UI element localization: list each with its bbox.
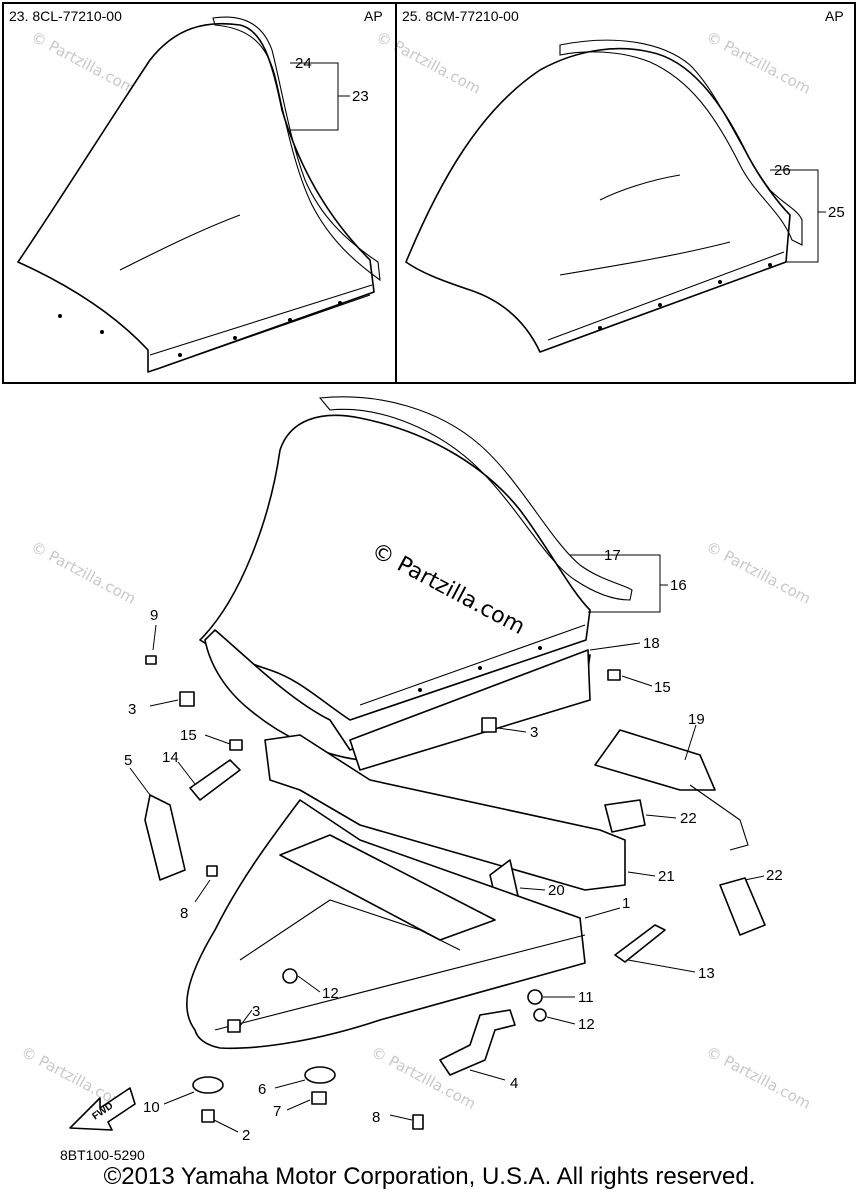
watermark: © Partzilla.com (703, 538, 814, 608)
grommet-12a (282, 968, 298, 984)
label-8b: 8 (372, 1109, 380, 1126)
leader-23 (290, 62, 339, 131)
label-24: 24 (295, 55, 312, 72)
label-11: 11 (578, 989, 594, 1006)
grommet-11 (527, 989, 543, 1005)
panel-25-frame (395, 2, 856, 384)
label-4: 4 (510, 1075, 518, 1092)
panel-23-header: 23. 8CL-77210-00 (9, 8, 122, 24)
label-3c: 3 (252, 1003, 260, 1020)
label-21: 21 (658, 868, 675, 885)
washer-10 (192, 1076, 224, 1094)
label-8a: 8 (180, 905, 188, 922)
label-26: 26 (774, 162, 791, 179)
stay-18 (349, 649, 591, 771)
panel-23-tag: AP (364, 8, 383, 24)
bracket-22a (604, 799, 646, 833)
label-13: 13 (698, 965, 715, 982)
label-9: 9 (150, 607, 158, 624)
nut-3c (227, 1019, 241, 1033)
stay-19 (594, 729, 716, 791)
washer-6 (304, 1066, 336, 1084)
duct-21 (264, 734, 626, 891)
label-19: 19 (688, 711, 705, 728)
nut-2 (201, 1109, 215, 1123)
bracket-13 (614, 924, 666, 963)
nut-3a (179, 691, 195, 707)
watermark: © Partzilla.com (703, 1043, 814, 1113)
label-5: 5 (124, 752, 132, 769)
label-16: 16 (670, 577, 687, 594)
label-15a: 15 (654, 679, 671, 696)
watermark: © Partzilla.com (373, 28, 484, 98)
label-14: 14 (162, 749, 179, 766)
bolt-15b (229, 739, 243, 751)
bracket-14 (189, 759, 241, 801)
nut-7 (311, 1091, 327, 1105)
leader-16 (570, 554, 661, 613)
label-6: 6 (258, 1081, 266, 1098)
label-17: 17 (604, 547, 621, 564)
bolt-15a (607, 669, 653, 687)
label-22a: 22 (680, 810, 697, 827)
watermark: © Partzilla.com (28, 538, 139, 608)
nut-3b (481, 717, 497, 733)
cowling-1 (186, 799, 586, 1050)
bracket-5 (144, 794, 186, 881)
label-12a: 12 (322, 985, 339, 1002)
windshield-16 (199, 396, 633, 721)
label-20: 20 (548, 882, 565, 899)
bolt-8b (412, 1114, 424, 1130)
label-2: 2 (242, 1127, 250, 1144)
label-23: 23 (352, 88, 369, 105)
stay-inner (279, 834, 496, 941)
windshield-25 (405, 39, 803, 353)
label-12b: 12 (578, 1016, 595, 1033)
label-15b: 15 (180, 727, 197, 744)
watermark: © Partzilla.com (28, 28, 139, 98)
bracket-22b (719, 877, 766, 936)
inner-panel-18 (204, 629, 591, 761)
bracket-4 (439, 1009, 516, 1076)
label-3b: 3 (530, 724, 538, 741)
diagram-code: 8BT100-5290 (60, 1147, 145, 1163)
copyright-notice: ©2013 Yamaha Motor Corporation, U.S.A. A… (103, 1163, 756, 1190)
bolt-9 (145, 624, 157, 665)
label-22b: 22 (766, 867, 783, 884)
panel-25-tag: AP (825, 8, 844, 24)
panel-25-header: 25. 8CM-77210-00 (402, 8, 519, 24)
bolt-8a (206, 865, 218, 877)
label-25: 25 (828, 204, 845, 221)
label-18: 18 (643, 635, 660, 652)
label-1: 1 (622, 895, 630, 912)
label-3a: 3 (128, 701, 136, 718)
windshield-23 (17, 16, 381, 373)
label-10: 10 (143, 1099, 160, 1116)
grommet-12b (533, 1008, 547, 1022)
watermark: © Partzilla.com (703, 28, 814, 98)
label-7: 7 (273, 1103, 281, 1120)
fwd-arrow-icon: FWD (69, 1087, 136, 1131)
leader-25 (770, 169, 819, 263)
